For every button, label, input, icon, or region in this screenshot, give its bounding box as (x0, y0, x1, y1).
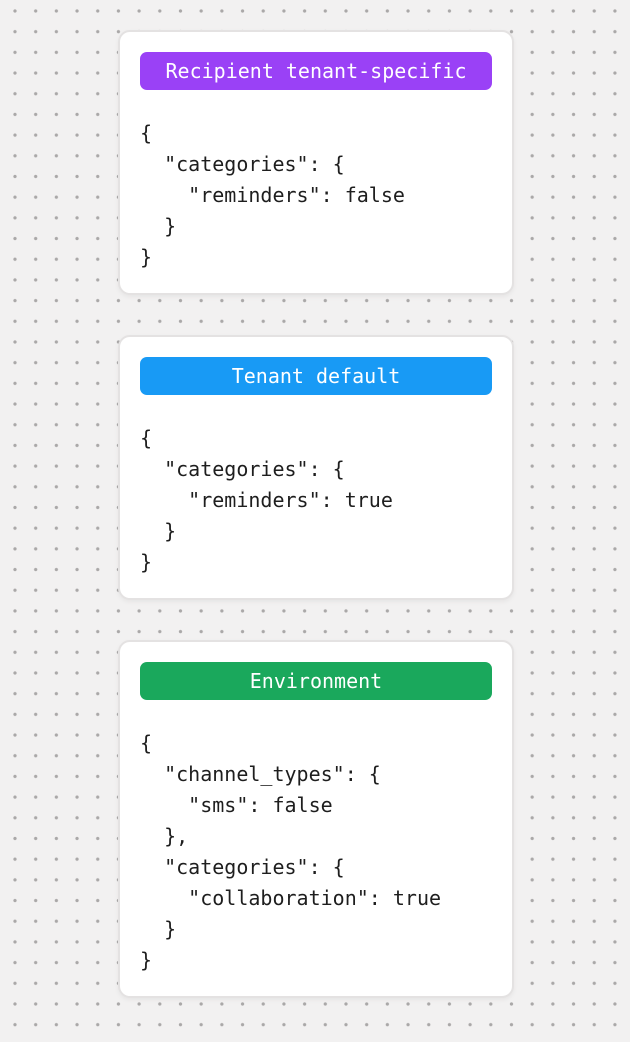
json-code-block: { "categories": { "reminders": false } } (140, 121, 405, 269)
card-recipient-tenant-specific: Recipient tenant-specific { "categories"… (118, 30, 514, 295)
badge-label: Recipient tenant-specific (165, 59, 467, 83)
card-tenant-default: Tenant default { "categories": { "remind… (118, 335, 514, 600)
json-code-block: { "channel_types": { "sms": false }, "ca… (140, 731, 442, 972)
card-column: Recipient tenant-specific { "categories"… (118, 30, 514, 998)
badge-tenant-default: Tenant default (140, 357, 492, 395)
badge-environment: Environment (140, 662, 492, 700)
badge-label: Environment (249, 669, 383, 693)
json-code-block: { "categories": { "reminders": true } } (140, 426, 393, 574)
card-environment: Environment { "channel_types": { "sms": … (118, 640, 514, 998)
badge-label: Tenant default (231, 364, 401, 388)
badge-recipient-tenant-specific: Recipient tenant-specific (140, 52, 492, 90)
